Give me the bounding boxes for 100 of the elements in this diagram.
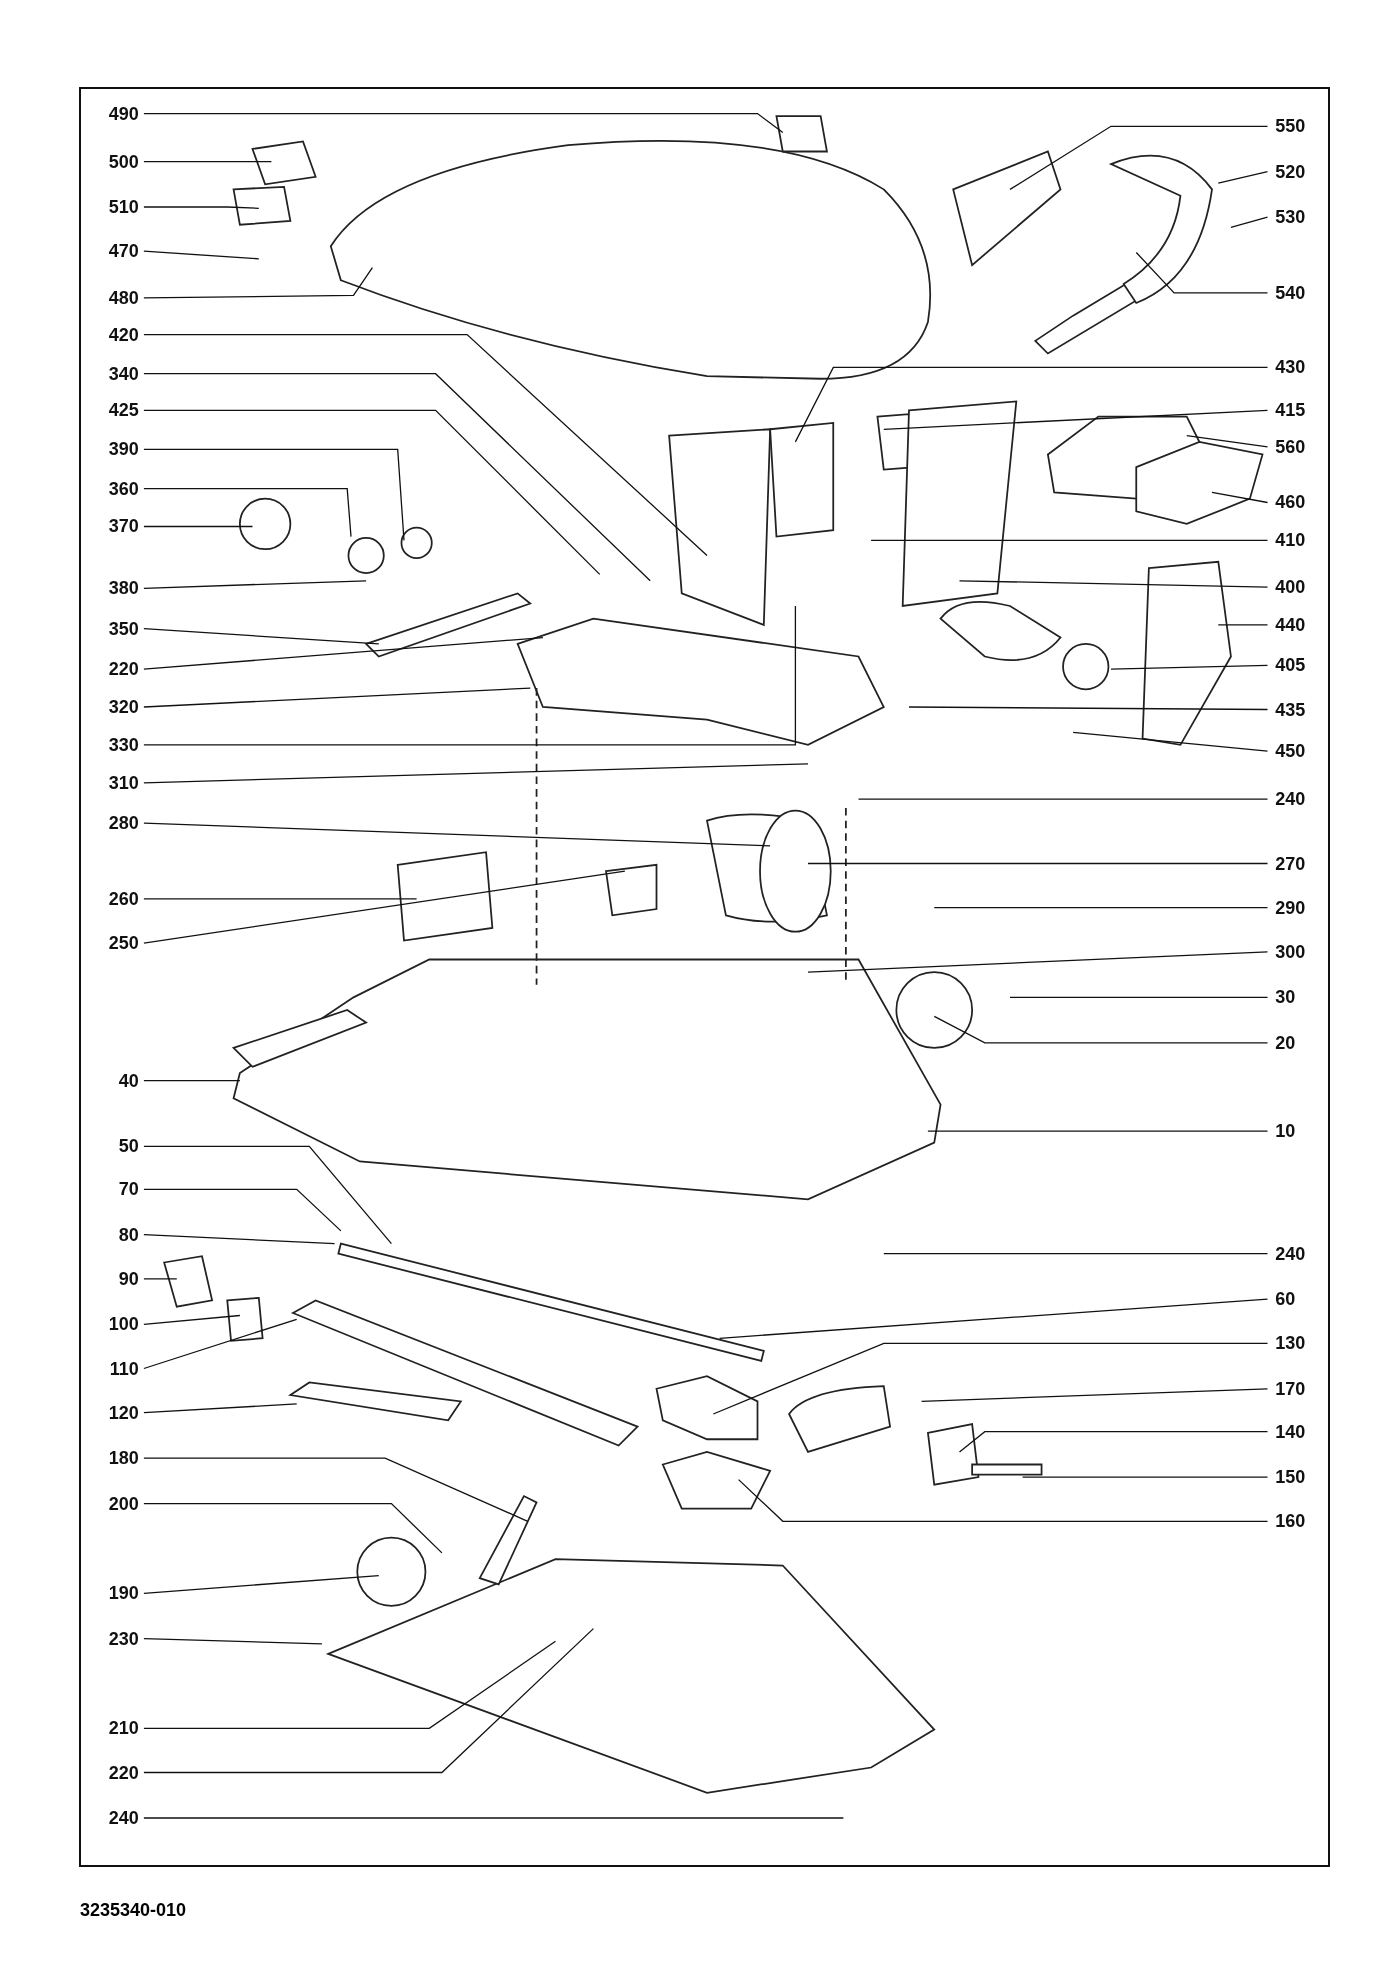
leader-line <box>143 487 352 538</box>
callout-number: 350 <box>108 618 139 639</box>
callout-number: 90 <box>118 1268 139 1289</box>
callout-number: 490 <box>108 103 139 124</box>
leader-line <box>143 687 531 708</box>
leader-line <box>883 409 1269 430</box>
leader-line <box>143 1145 393 1245</box>
leader-line <box>737 1478 1269 1522</box>
callout-number: 410 <box>1275 530 1306 551</box>
leader-line <box>143 605 797 746</box>
leader-line <box>143 1817 845 1819</box>
callout-number: 560 <box>1275 436 1306 457</box>
leader-line <box>857 798 1269 800</box>
callout-number: 435 <box>1275 699 1306 720</box>
leader-line <box>794 366 1269 443</box>
callout-number: 140 <box>1275 1421 1306 1442</box>
leader-line <box>143 373 651 582</box>
leader-line <box>143 448 405 542</box>
leader-line <box>143 409 601 576</box>
leader-line <box>1072 731 1269 752</box>
leader-line <box>143 1502 443 1554</box>
callout-number: 160 <box>1275 1511 1306 1532</box>
leader-line <box>908 706 1269 711</box>
drawing-number: 3235340-010 <box>80 1900 187 1922</box>
leader-line <box>143 1574 380 1594</box>
leader-line <box>143 1640 557 1730</box>
callout-number: 180 <box>108 1448 139 1469</box>
leader-line <box>712 1342 1269 1415</box>
callout-number: 510 <box>108 197 139 218</box>
callout-number: 60 <box>1275 1289 1296 1310</box>
leader-line <box>1110 664 1269 670</box>
callout-number: 360 <box>108 478 139 499</box>
callout-number: 370 <box>108 516 139 537</box>
leader-line <box>927 1130 1269 1132</box>
callout-number: 400 <box>1275 577 1306 598</box>
leader-line <box>143 1318 298 1370</box>
leader-line <box>1217 624 1269 626</box>
leader-line <box>920 1388 1269 1403</box>
callout-number: 420 <box>108 324 139 345</box>
leader-line <box>933 1015 1269 1044</box>
leader-line <box>807 862 1269 865</box>
callout-number: 520 <box>1275 161 1306 182</box>
leader-line <box>1021 1476 1269 1478</box>
callout-number: 260 <box>108 888 139 909</box>
callout-number: 415 <box>1275 400 1306 421</box>
callout-number: 10 <box>1275 1121 1296 1142</box>
callout-number: 150 <box>1275 1467 1306 1488</box>
callout-number: 500 <box>108 151 139 172</box>
callout-number: 300 <box>1275 941 1306 962</box>
leader-line <box>1009 996 1269 999</box>
callout-number: 20 <box>1275 1032 1296 1053</box>
leader-line <box>718 1298 1269 1339</box>
leader-line <box>143 1278 178 1280</box>
callout-number: 280 <box>108 813 139 834</box>
callout-number: 230 <box>108 1628 139 1649</box>
leader-line <box>958 580 1269 588</box>
leader-line <box>143 870 626 944</box>
callout-number: 550 <box>1275 116 1306 137</box>
leader-line <box>143 898 418 900</box>
callout-number: 110 <box>109 1358 139 1379</box>
leader-line <box>143 250 260 260</box>
callout-number: 240 <box>1275 1243 1306 1264</box>
callout-number: 480 <box>108 287 139 308</box>
leader-line <box>1211 491 1269 504</box>
callout-number: 270 <box>1275 853 1306 874</box>
leader-line <box>143 333 708 557</box>
leader-line <box>143 1403 298 1414</box>
callout-number: 310 <box>108 772 139 793</box>
callout-number: 290 <box>1275 897 1306 918</box>
leader-line <box>143 628 380 645</box>
callout-number: 540 <box>1275 282 1306 303</box>
callout-number: 50 <box>118 1136 139 1157</box>
leader-line <box>933 907 1269 909</box>
callout-number: 380 <box>108 578 139 599</box>
callout-number: 80 <box>118 1224 139 1245</box>
callout-number: 240 <box>1275 789 1306 810</box>
leader-line <box>883 1253 1269 1255</box>
callout-number: 530 <box>1275 207 1306 228</box>
leader-line <box>143 112 784 134</box>
leader-line <box>143 1080 241 1082</box>
callout-number: 405 <box>1275 655 1306 676</box>
callout-number: 130 <box>1275 1333 1306 1354</box>
callout-number: 170 <box>1275 1378 1306 1399</box>
leader-line <box>143 1627 595 1774</box>
callout-number: 210 <box>108 1718 139 1739</box>
leader-line <box>143 822 771 847</box>
callout-number: 220 <box>108 659 139 680</box>
leader-line <box>870 539 1269 542</box>
callout-number: 200 <box>108 1493 139 1514</box>
leader-line <box>1186 434 1269 448</box>
callout-number: 320 <box>108 697 139 717</box>
leader-line <box>143 1234 336 1245</box>
callout-number: 220 <box>108 1762 139 1783</box>
callout-number: 100 <box>108 1314 139 1335</box>
leader-line <box>143 763 809 784</box>
leader-line <box>1009 125 1269 191</box>
callout-number: 390 <box>108 439 139 460</box>
callout-number: 460 <box>1275 492 1306 513</box>
leader-line <box>143 1638 323 1645</box>
callout-number: 430 <box>1275 357 1306 378</box>
